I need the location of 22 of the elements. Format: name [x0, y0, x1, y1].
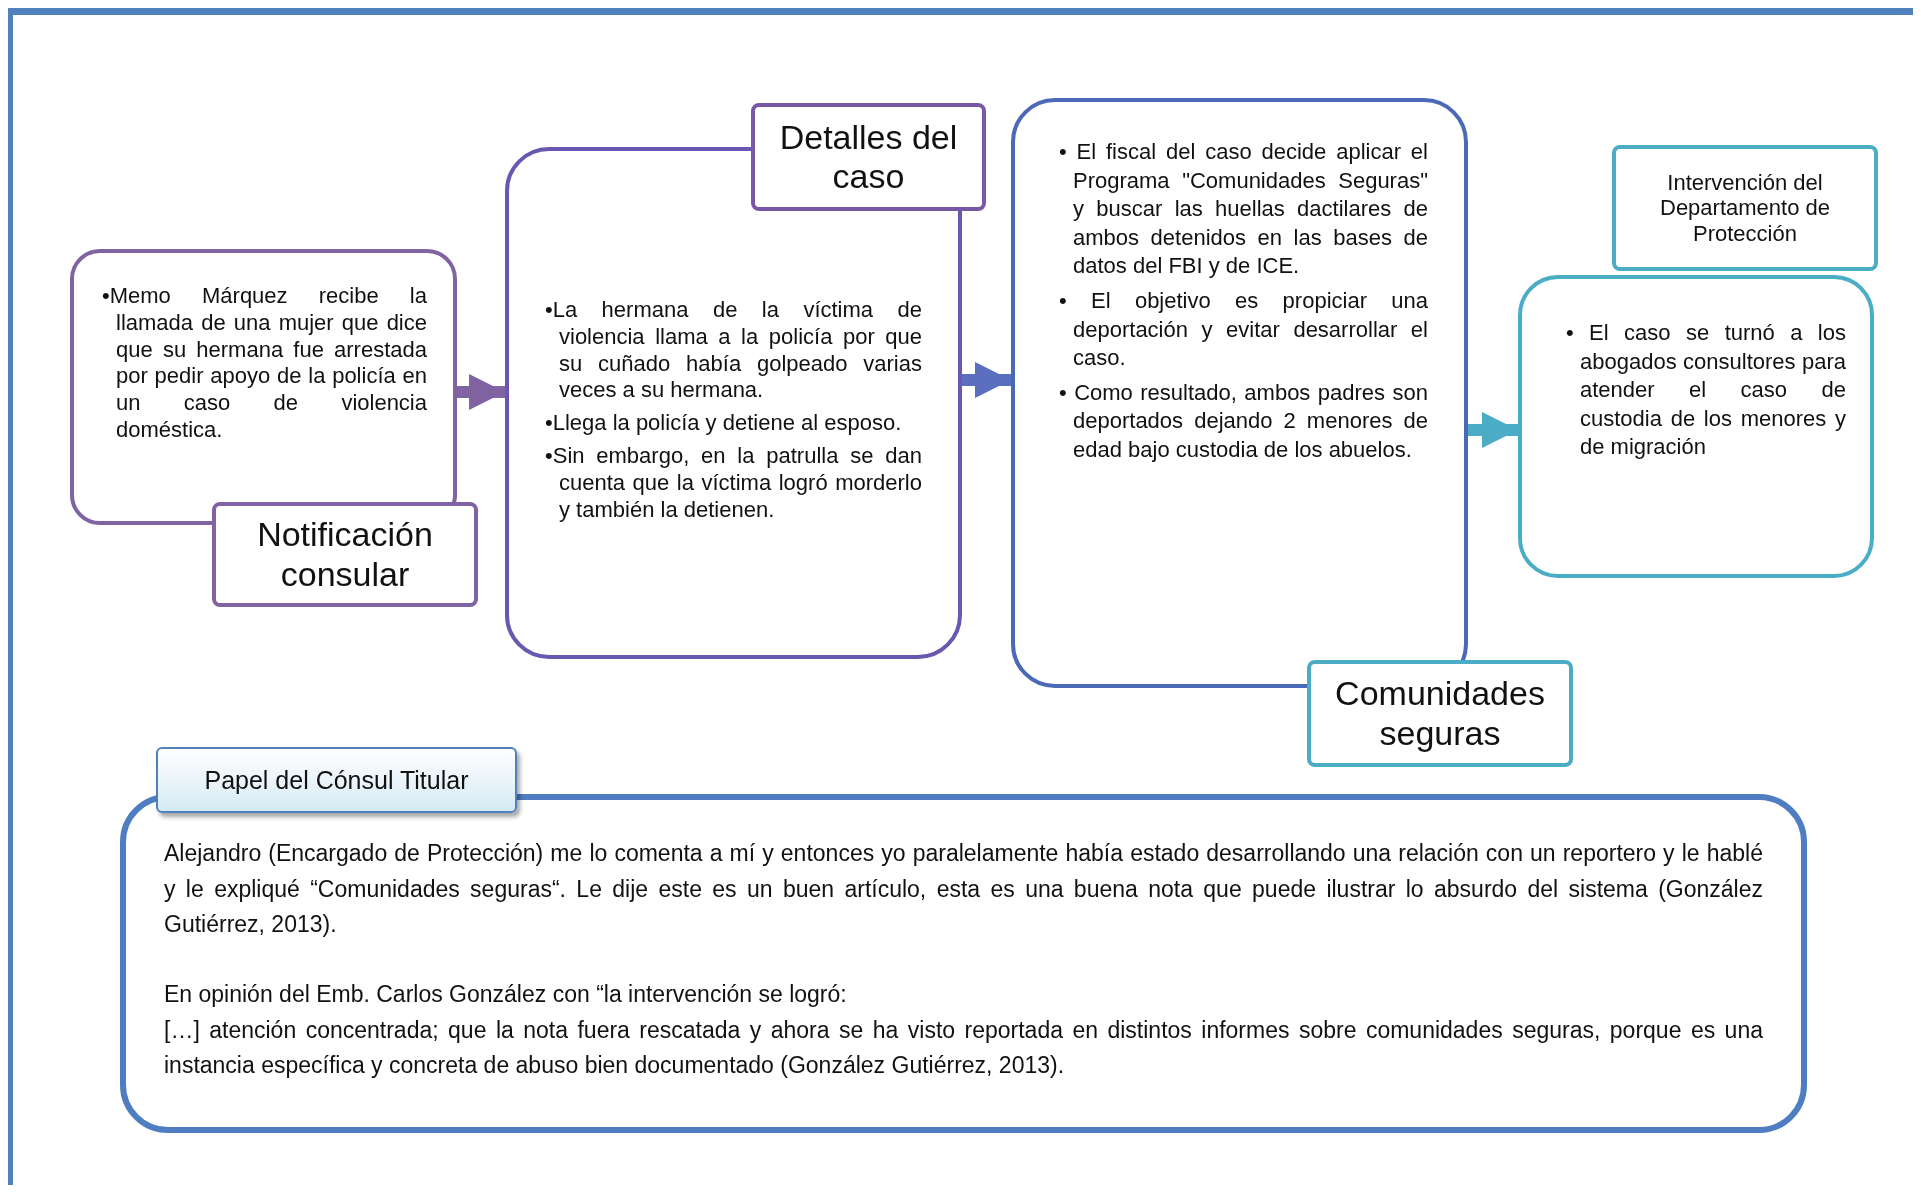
- text-panel: [120, 794, 1807, 1133]
- bullet-text: •Memo Márquez recibe la llamada de una mujer que dice que su hermana fue arrestada por pedir apoyo de la policía en un caso de violencia doméstica.: [102, 283, 427, 444]
- bullet-text: •Sin embargo, en la patrulla se dan cuenta que la víctima logró morderlo y también la detienen.: [545, 443, 922, 524]
- bullet-text: •Llega la policía y detiene al esposo.: [545, 410, 903, 438]
- bullet-text: • El fiscal del caso decide aplicar el Programa "Comunidades Seguras" y buscar las huellas dactilares de ambos detenidos en las bases de datos del FBI y de ICE.: [1059, 138, 1428, 281]
- arrow: [962, 362, 1011, 398]
- title-label: Comunidades seguras: [1307, 660, 1573, 767]
- paragraph: Alejandro (Encargado de Protección) me lo comenta a mí y entonces yo paralelamente había estado desarrollando una relación con un reportero y le hablé y le expliqué “Comunidades seguras“. Le dije este es un buen artículo, esta es una buena nota que puede ilustrar lo absurdo del sistema (González Gutiérrez, 2013).: [164, 839, 1763, 940]
- paragraph: […] atención concentrada; que la nota fuera rescatada y ahora se ha visto reportada en distintos informes sobre comunidades seguras, porque es una instancia específica y concreta de abuso bien documentado (González Gutiérrez, 2013).: [164, 1015, 1763, 1081]
- bullet-text: •La hermana de la víctima de violencia llama a la policía por que su cuñado había golpeado varias veces a su hermana.: [545, 297, 922, 405]
- bullet-text: • El objetivo es propiciar una deportación y evitar desarrollar el caso.: [1059, 286, 1428, 373]
- arrow: [1468, 412, 1518, 448]
- tab-label: Papel del Cónsul Titular: [156, 747, 517, 813]
- title-label: Notificación consular: [212, 502, 478, 607]
- content-box: [1518, 275, 1874, 578]
- paragraph: En opinión del Emb. Carlos González con “la intervención se logró:: [164, 979, 848, 1009]
- arrow: [457, 374, 505, 410]
- content-box: [505, 147, 962, 659]
- title-label: Detalles del caso: [751, 103, 986, 211]
- bullet-text: • Como resultado, ambos padres son deportados dejando 2 menores de edad bajo custodia de los abuelos.: [1059, 378, 1428, 464]
- bullet-text: • El caso se turnó a los abogados consultores para atender el caso de custodia de los menores y de migración: [1566, 319, 1846, 462]
- title-label: Intervención del Departamento de Protección: [1612, 145, 1878, 271]
